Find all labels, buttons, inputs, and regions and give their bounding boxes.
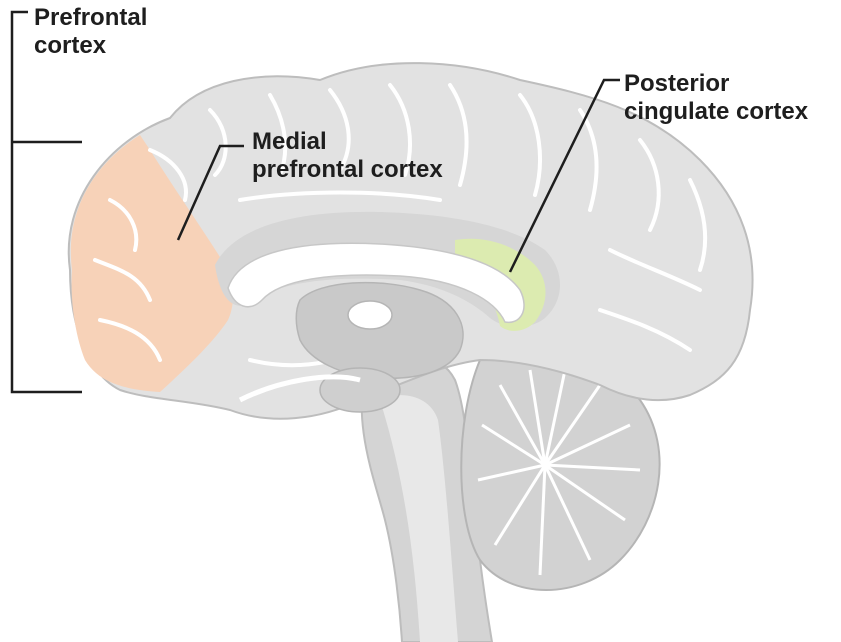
label-prefrontal-line1: Prefrontal	[34, 4, 147, 32]
label-medial-prefrontal-cortex: Medial prefrontal cortex	[252, 128, 443, 184]
thalamus-inner	[348, 301, 392, 329]
label-medial-line2: prefrontal cortex	[252, 156, 443, 184]
prefrontal-bracket	[12, 12, 82, 392]
label-prefrontal-line2: cortex	[34, 32, 147, 60]
label-medial-line1: Medial	[252, 128, 443, 156]
label-prefrontal-cortex: Prefrontal cortex	[34, 4, 147, 60]
label-posterior-line2: cingulate cortex	[624, 98, 808, 126]
label-posterior-cingulate-cortex: Posterior cingulate cortex	[624, 70, 808, 126]
label-posterior-line1: Posterior	[624, 70, 808, 98]
